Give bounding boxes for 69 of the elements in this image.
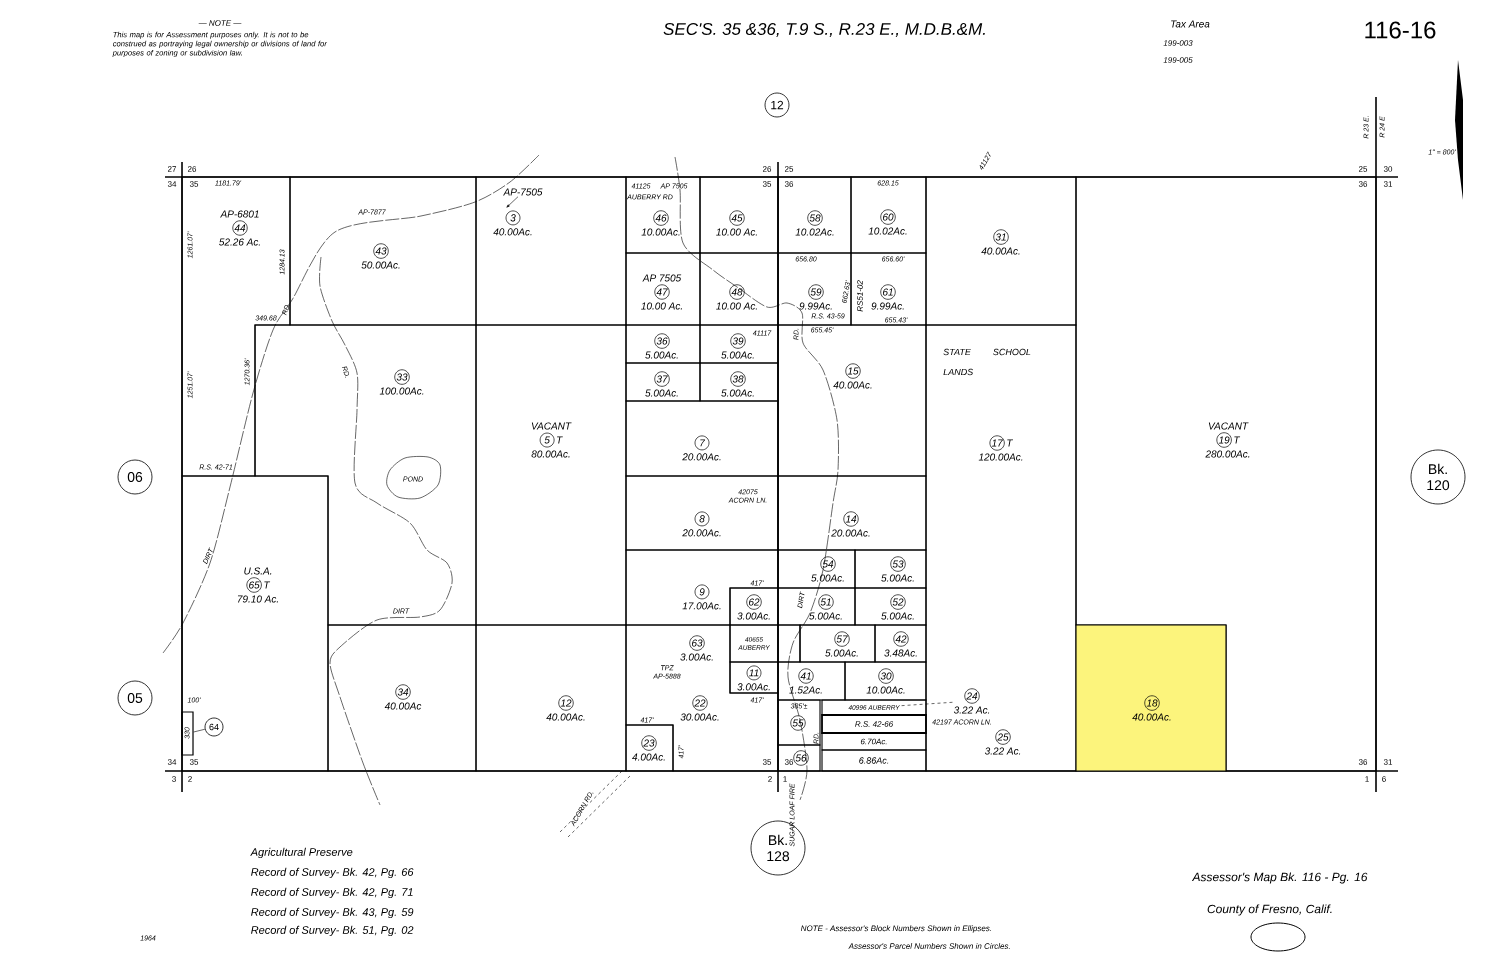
- legend-text: Record of Survey- Bk. 51, Pg. 02: [251, 925, 414, 937]
- arrow: [506, 196, 519, 208]
- parcel: 52 5.00Ac.: [854, 587, 927, 626]
- parcel: AP 7505 47 10.00 Ac.: [625, 252, 701, 326]
- section-number: 35: [189, 181, 199, 187]
- parcel: 6.86Ac.: [821, 749, 927, 772]
- parcel-label: 63 3.00Ac.: [680, 635, 713, 661]
- tax-area-code: 199-003: [1163, 40, 1193, 46]
- parcel: 34 40.00Ac: [327, 624, 477, 772]
- section-number: 2: [188, 776, 192, 782]
- parcel: 14 20.00Ac.: [777, 475, 927, 551]
- parcel: 62 3.00Ac.: [729, 587, 779, 626]
- tax-area-code: 199-005: [1163, 57, 1193, 63]
- parcel: 23 4.00Ac.: [625, 724, 674, 772]
- legend-text: Agricultural Preserve: [250, 847, 353, 859]
- parcel: 11 3.00Ac.: [729, 661, 779, 694]
- parcel: R.S. 42-66: [821, 714, 927, 734]
- section-number: 26: [762, 166, 772, 172]
- note-text: NOTE - Assessor's Block Numbers Shown in Ellipses.: [800, 925, 992, 933]
- legend-text: Record of Survey- Bk. 43, Pg. 59: [251, 907, 414, 919]
- tax-area-label: Tax Area: [1171, 20, 1210, 28]
- section-number: 35: [189, 759, 199, 765]
- lot-box: [777, 624, 801, 663]
- parcel: 41 1.52Ac.: [777, 661, 846, 701]
- section-number: 35: [762, 181, 772, 187]
- parcel: 38 5.00Ac.: [699, 362, 779, 402]
- parcel-label: AP-7505: [503, 188, 543, 196]
- parcel: 42 3.48Ac.: [874, 624, 927, 663]
- section-number: 36: [784, 759, 794, 765]
- parcel: 57 5.00Ac.: [799, 624, 876, 663]
- note-heading: — NOTE —: [198, 20, 242, 26]
- parcel: 36 5.00Ac.: [625, 324, 701, 364]
- section-number: 31: [1383, 181, 1393, 187]
- section-number: 30: [1383, 166, 1393, 172]
- title: SEC'S. 35 &36, T.9 S., R.23 E., M.D.B.&M.: [663, 23, 985, 38]
- parcel: 7 20.00Ac.: [625, 400, 779, 477]
- section-number: 3: [172, 776, 176, 782]
- section-number: 36: [1358, 181, 1368, 187]
- map-number: 116-16: [1365, 21, 1436, 39]
- section-number: 2: [768, 776, 772, 782]
- parcel-label: 25 3.22 Ac.: [984, 729, 1021, 755]
- parcel: 18 40.00Ac.: [1075, 624, 1227, 772]
- survey-label: RS51-02: [857, 280, 863, 312]
- lot-box: [181, 711, 194, 756]
- parcel: 53 5.00Ac.: [854, 549, 927, 589]
- parcel: 30 10.00Ac.: [844, 661, 927, 701]
- section-number: 25: [784, 166, 794, 172]
- legend-text: Record of Survey- Bk. 42, Pg. 66: [251, 867, 414, 879]
- parcel: VACANT 5 T 80.00Ac.: [475, 324, 627, 626]
- parcel: 12 40.00Ac.: [475, 624, 627, 772]
- map-reference: County of Fresno, Calif.: [1207, 904, 1332, 916]
- map-reference: Assessor's Map Bk. 116 - Pg. 16: [1191, 872, 1368, 884]
- section-number: 36: [784, 181, 794, 187]
- leader-line: [900, 702, 953, 707]
- section-number: 31: [1383, 759, 1393, 765]
- section-number: 6: [1382, 776, 1386, 782]
- parcel-label: 24 3.22 Ac.: [953, 688, 990, 714]
- parcel: 54 5.00Ac.: [777, 549, 856, 589]
- section-number: 36: [1358, 759, 1368, 765]
- parcel: 6.70Ac.: [821, 732, 927, 751]
- legend-text: Record of Survey- Bk. 42, Pg. 71: [251, 887, 413, 899]
- parcel: 31 40.00Ac.: [925, 176, 1077, 326]
- leader-line: [193, 728, 206, 733]
- parcel: 48 10.00 Ac.: [699, 252, 779, 326]
- section-number: 34: [167, 759, 177, 765]
- note-text: Assessor's Parcel Numbers Shown in Circles.: [848, 943, 1010, 949]
- section-number: 27: [167, 166, 177, 172]
- parcel: 37 5.00Ac.: [625, 362, 701, 402]
- section-number: 35: [762, 759, 772, 765]
